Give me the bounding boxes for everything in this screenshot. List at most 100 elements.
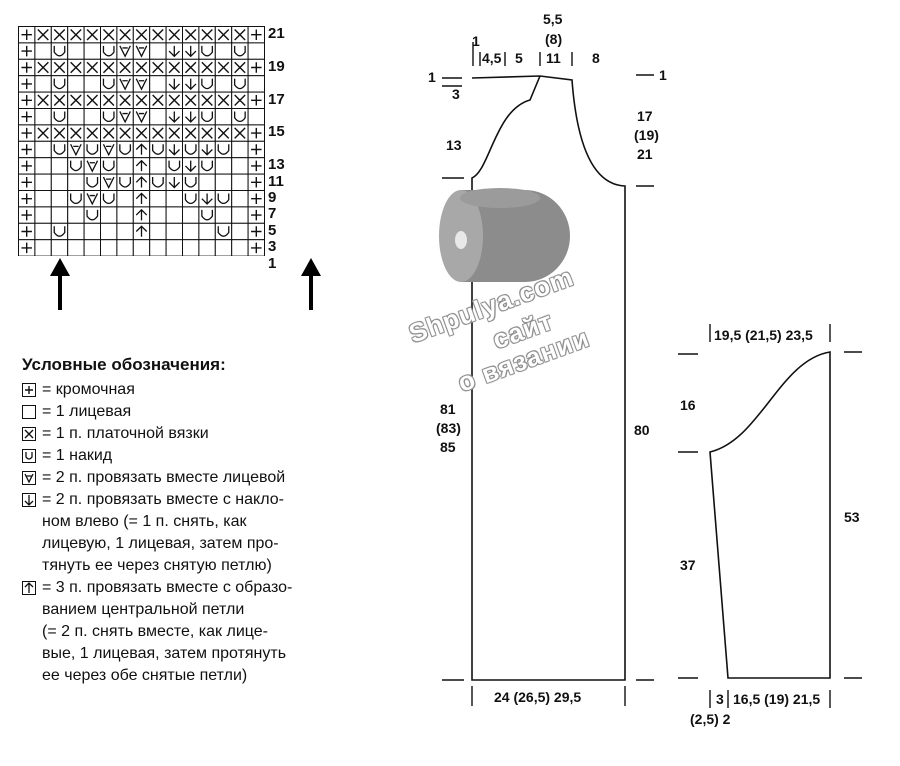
chart-stitch-symbol bbox=[184, 111, 197, 123]
stitch-chart bbox=[18, 26, 266, 256]
front-length-left-large: 85 bbox=[440, 439, 456, 455]
front-shoulder: 8 bbox=[592, 50, 600, 66]
chart-stitch-symbol bbox=[251, 62, 262, 73]
legend-item-yo: = 1 накид bbox=[22, 445, 422, 467]
chart-stitch-symbol bbox=[135, 192, 148, 204]
chart-stitch-symbol bbox=[234, 78, 246, 90]
chart-stitch-symbol bbox=[21, 78, 32, 90]
row-number-label: 11 bbox=[268, 172, 284, 190]
chart-stitch-symbol bbox=[168, 144, 181, 156]
chart-stitch-symbol bbox=[168, 177, 181, 189]
chart-stitch-symbol bbox=[201, 111, 213, 123]
sleeve-total-length: 53 bbox=[844, 509, 860, 525]
start-arrow-left-icon bbox=[50, 258, 70, 310]
chart-stitch-symbol bbox=[251, 160, 262, 172]
chart-stitch-symbol bbox=[119, 45, 131, 58]
chart-stitch-symbol bbox=[102, 61, 115, 74]
front-left-top-1: 1 bbox=[428, 69, 436, 85]
chart-stitch-symbol bbox=[86, 144, 99, 155]
chart-stitch-symbol bbox=[21, 111, 32, 122]
chart-stitch-symbol bbox=[217, 28, 230, 41]
sleeve-top-width: 19,5 (21,5) 23,5 bbox=[714, 327, 813, 343]
chart-stitch-symbol bbox=[184, 144, 197, 155]
chart-stitch-symbol bbox=[201, 78, 213, 90]
chart-stitch-symbol bbox=[21, 62, 32, 73]
chart-stitch-symbol bbox=[119, 144, 131, 155]
front-length-left-mid: (83) bbox=[436, 420, 461, 436]
row-number-label: 3 bbox=[268, 238, 277, 256]
edge-stitch-icon bbox=[22, 383, 36, 397]
chart-stitch-symbol bbox=[251, 226, 262, 237]
chart-stitch-symbol bbox=[168, 45, 181, 58]
chart-stitch-symbol bbox=[184, 28, 197, 41]
row-number-label: 5 bbox=[268, 221, 277, 239]
front-neck-depth: 3 bbox=[452, 86, 460, 102]
chart-stitch-symbol bbox=[135, 176, 148, 188]
chart-stitch-symbol bbox=[53, 45, 66, 57]
chart-stitch-symbol bbox=[234, 28, 246, 41]
chart-stitch-symbol bbox=[168, 61, 181, 74]
front-neck-width-large: 11 bbox=[546, 50, 561, 66]
chart-stitch-symbol bbox=[53, 28, 66, 41]
chart-stitch-symbol bbox=[217, 226, 230, 237]
chart-stitch-symbol bbox=[201, 28, 213, 41]
chart-stitch-symbol bbox=[119, 28, 131, 41]
chart-stitch-symbol bbox=[119, 78, 131, 91]
chart-stitch-symbol bbox=[21, 95, 32, 106]
sleeve-bottom-width: 16,5 (19) 21,5 bbox=[733, 691, 820, 707]
chart-stitch-symbol bbox=[119, 111, 131, 124]
chart-stitch-symbol bbox=[53, 144, 66, 155]
chart-stitch-symbol bbox=[70, 94, 82, 107]
chart-stitch-symbol bbox=[53, 111, 66, 123]
front-armhole-left: 13 bbox=[446, 137, 462, 153]
chart-stitch-symbol bbox=[21, 177, 32, 188]
chart-stitch-symbol bbox=[135, 45, 148, 58]
chart-stitch-symbol bbox=[168, 160, 181, 172]
chart-stitch-symbol bbox=[135, 159, 148, 172]
chart-stitch-symbol bbox=[135, 143, 148, 155]
chart-stitch-symbol bbox=[21, 160, 32, 172]
chart-stitch-symbol bbox=[86, 177, 99, 188]
legend-item-knit: = 1 лицевая bbox=[22, 401, 422, 423]
legend-item-garter: = 1 п. платочной вязки bbox=[22, 423, 422, 445]
chart-stitch-symbol bbox=[251, 177, 262, 188]
chart-stitch-symbol bbox=[234, 45, 246, 57]
chart-stitch-symbol bbox=[37, 127, 49, 139]
chart-stitch-symbol bbox=[168, 127, 181, 139]
chart-stitch-symbol bbox=[168, 78, 181, 91]
legend-item-cdd: = 3 п. провязать вместе с образо- ванием… bbox=[22, 577, 422, 687]
chart-stitch-symbol bbox=[135, 61, 148, 74]
chart-stitch-symbol bbox=[184, 193, 197, 205]
chart-stitch-symbol bbox=[217, 94, 230, 107]
sleeve-seam-length: 37 bbox=[680, 557, 696, 573]
row-number-label: 17 bbox=[268, 90, 285, 108]
row-number-label: 7 bbox=[268, 205, 277, 223]
chart-stitch-symbol bbox=[251, 242, 262, 254]
chart-stitch-symbol bbox=[86, 94, 99, 107]
chart-stitch-symbol bbox=[86, 160, 99, 173]
front-piece-outline bbox=[471, 75, 626, 681]
chart-stitch-symbol bbox=[53, 61, 66, 74]
chart-stitch-symbol bbox=[251, 209, 262, 221]
chart-stitch-symbol bbox=[201, 193, 213, 205]
chart-stitch-symbol bbox=[102, 28, 115, 41]
chart-stitch-symbol bbox=[184, 127, 197, 139]
chart-stitch-symbol bbox=[53, 78, 66, 90]
chart-stitch-symbol bbox=[21, 226, 32, 237]
front-armhole-depth: 17 bbox=[637, 108, 653, 124]
chart-stitch-symbol bbox=[86, 209, 99, 221]
front-length-right: 80 bbox=[634, 422, 650, 438]
legend-title: Условные обозначения: bbox=[22, 355, 226, 374]
yo-stitch-icon bbox=[22, 449, 36, 463]
chart-stitch-symbol bbox=[201, 144, 213, 156]
chart-stitch-symbol bbox=[53, 94, 66, 107]
legend-item-text: = кромочная bbox=[42, 381, 135, 398]
chart-stitch-symbol bbox=[201, 45, 213, 57]
chart-stitch-symbol bbox=[168, 94, 181, 107]
chart-stitch-symbol bbox=[184, 160, 197, 173]
chart-stitch-symbol bbox=[234, 94, 246, 107]
chart-stitch-symbol bbox=[251, 193, 262, 204]
chart-stitch-symbol bbox=[152, 127, 164, 139]
start-arrow-right-icon bbox=[301, 258, 321, 310]
